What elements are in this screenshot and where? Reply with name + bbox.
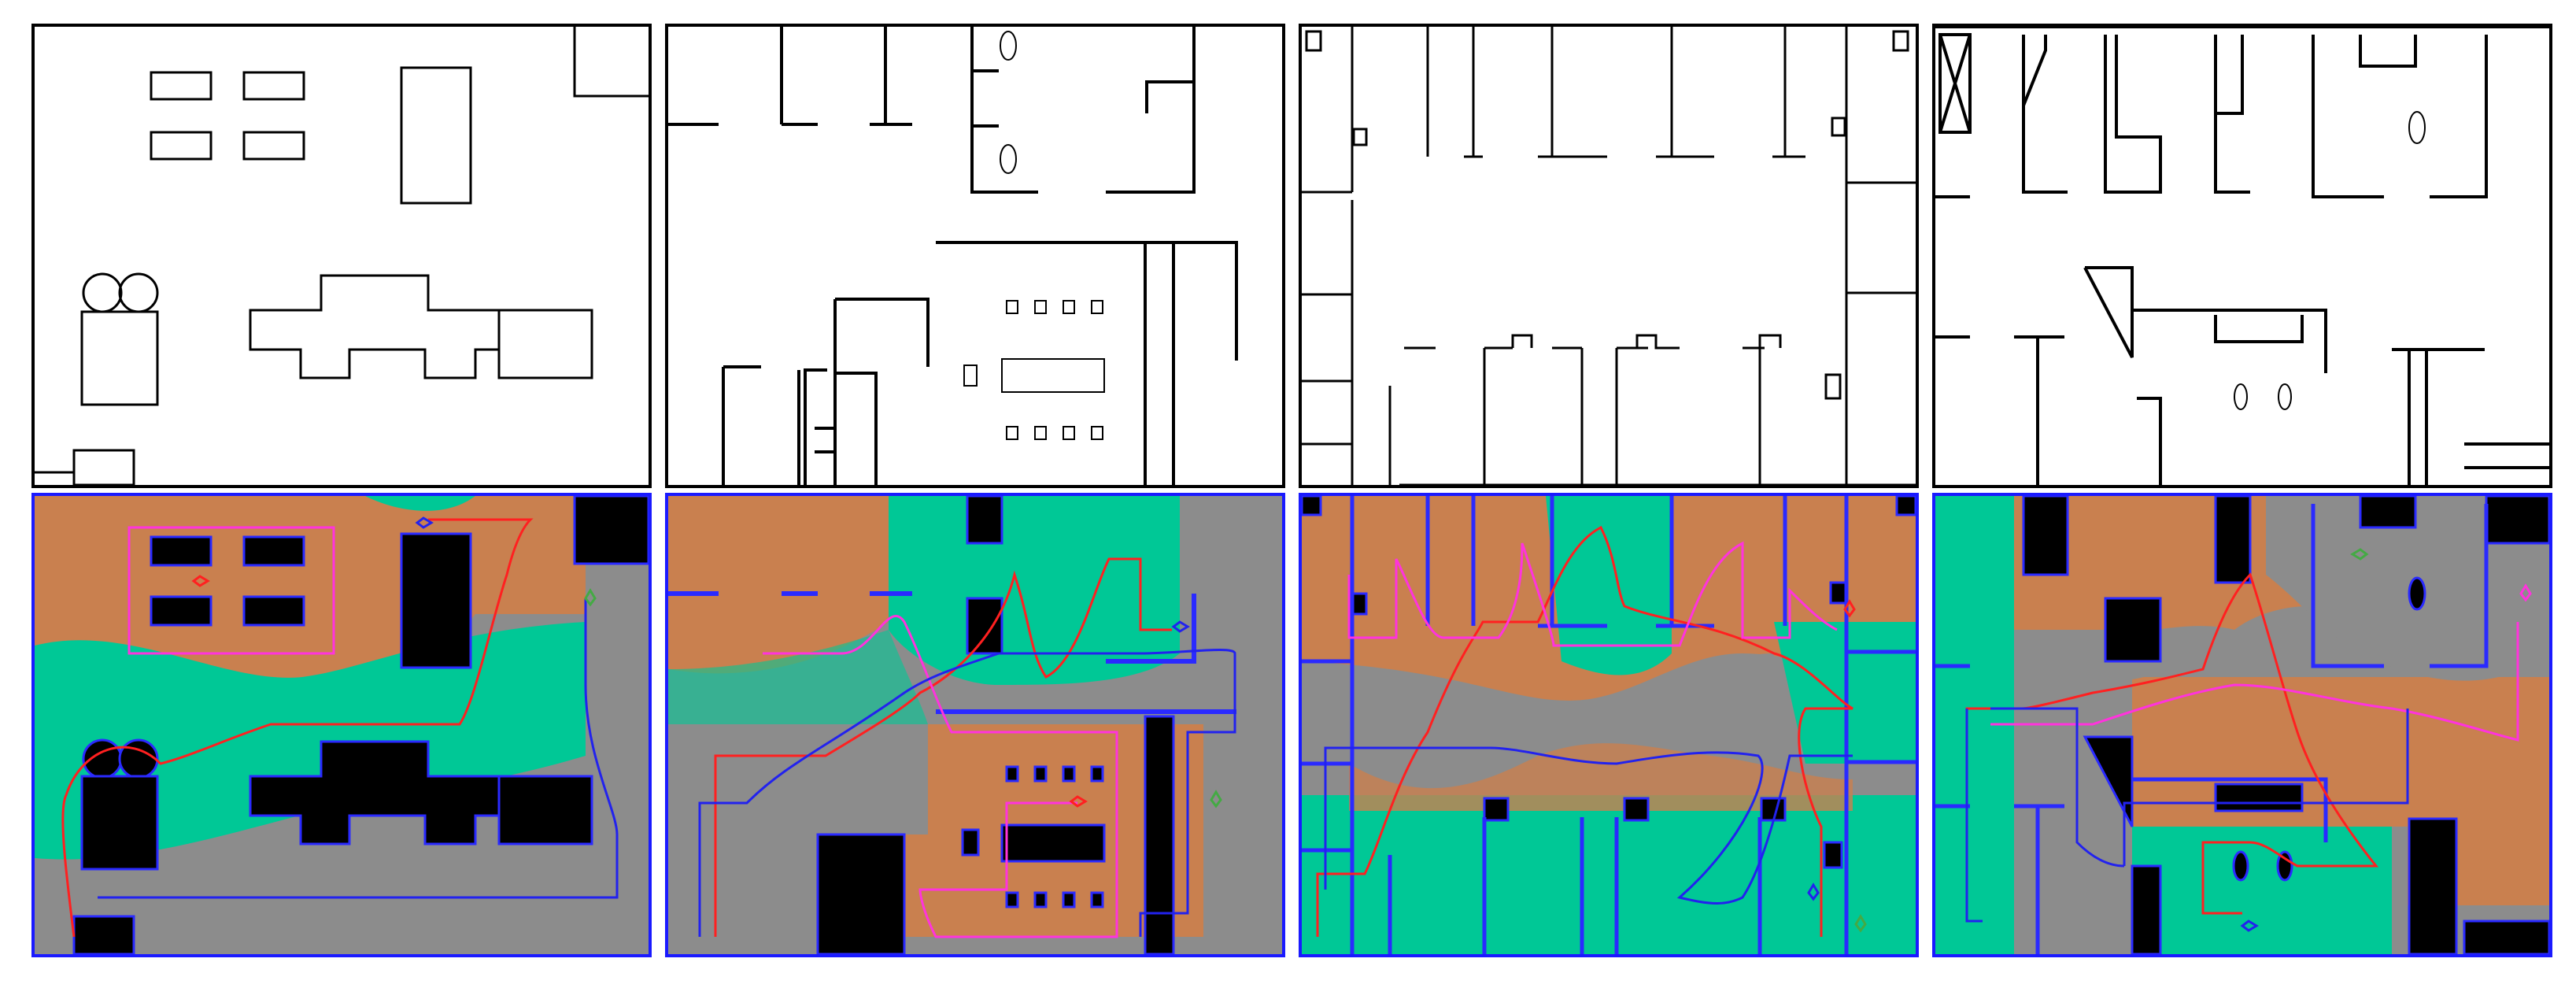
floor-plan-1: [31, 24, 652, 488]
floor-plan-2-drawing: [668, 27, 1238, 485]
robot-marker-green: [1210, 790, 1222, 809]
robot-marker-blue: [415, 516, 434, 529]
floor-plan-3: [1299, 24, 1919, 488]
coverage-map-1-drawing: [35, 496, 649, 954]
coverage-map-1: [31, 493, 652, 957]
floor-plan-4: [1932, 24, 2552, 488]
robot-marker-blue: [2240, 920, 2259, 932]
floor-plan-1-drawing: [35, 27, 649, 485]
robot-marker-red: [1843, 599, 1856, 618]
robot-marker-blue: [1807, 883, 1820, 901]
coverage-map-3: [1299, 493, 1919, 957]
floor-plan-2: [665, 24, 1285, 488]
robot-marker-green: [2350, 548, 2369, 561]
coverage-map-2-drawing: [668, 496, 1236, 954]
coverage-map-4-drawing: [1935, 496, 2549, 954]
floor-plan-4-drawing: [1935, 27, 2549, 485]
robot-marker-red: [191, 575, 210, 587]
coverage-map-4: [1932, 493, 2552, 957]
robot-marker-blue: [1171, 620, 1190, 633]
robot-marker-magenta: [2519, 583, 2532, 602]
robot-marker-green: [584, 588, 597, 607]
floor-plan-3-drawing: [1302, 27, 1916, 485]
robot-marker-red: [1069, 795, 1088, 808]
robot-marker-green: [1854, 914, 1867, 933]
coverage-map-2: [665, 493, 1285, 957]
coverage-map-3-drawing: [1302, 496, 1916, 954]
